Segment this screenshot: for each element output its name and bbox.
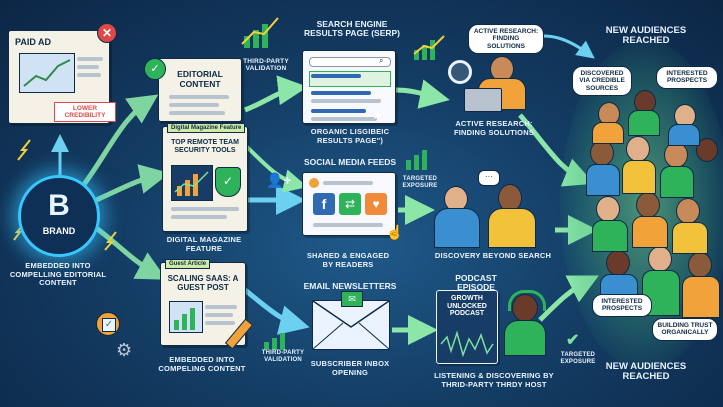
podcast-card: GROWTH UNLOCKED PODCAST xyxy=(436,290,498,364)
cursor-icon: ➤ xyxy=(372,106,384,122)
search-icon: ⌕ xyxy=(379,56,384,65)
chat-bubble-icon: ··· xyxy=(478,170,500,186)
audiences-bottom: NEW AUDIENCES REACHED xyxy=(605,361,687,383)
paid-ad-title: PAID AD xyxy=(15,37,51,47)
close-icon: ✕ xyxy=(97,23,117,43)
magazine-headline: TOP REMOTE TEAM SECURITY TOOLS xyxy=(171,139,239,154)
serp-header: SEARCH ENGINE RESULTS PAGE (SERP) xyxy=(303,19,401,39)
mail-icon: ✉ xyxy=(341,291,363,307)
audience-bubble-4: BUILDING TRUST ORGANICALLY xyxy=(652,318,718,341)
brand-node: B BRAND xyxy=(18,175,100,257)
research-caption: ACTIVE RESEARCH: FINDING SOLUTIONS xyxy=(453,119,535,137)
audience-bubble-3: INTERESTED PROSPECTS xyxy=(592,294,652,317)
headphones-icon xyxy=(508,290,546,311)
editorial-validation: THIRD-PARTY VALIDATION xyxy=(243,58,289,73)
brand-caption: EMBEDDED INTO COMPELLING EDITORIAL CONTE… xyxy=(9,261,107,288)
ad-chart-image xyxy=(19,53,75,93)
magazine-tag: Digital Magazine Feature xyxy=(167,123,246,133)
laptop-icon xyxy=(464,88,502,112)
magazine-chart-image xyxy=(171,165,213,201)
audience-bubble-1: DISCOVERED VIA CREDIBLE SOURCES xyxy=(572,66,632,97)
check-circle-icon: ✓ xyxy=(144,58,166,80)
research-bubble: ACTIVE RESEARCH: FINDING SOLUTIONS xyxy=(468,24,544,55)
magazine-caption: DIGITAL MAGAZINE FEATURE xyxy=(166,235,242,253)
waveform-icon xyxy=(440,330,494,358)
headphones-person xyxy=(500,290,548,356)
share-icon: ⇄ xyxy=(339,193,361,215)
facebook-icon: f xyxy=(313,193,335,215)
podcast-caption: LISTENING & DISCOVERING BY THRID-PARTY T… xyxy=(434,371,554,389)
guest-growth-icon xyxy=(262,330,292,357)
person-laptop xyxy=(464,56,530,112)
guest-validation: THIRD-PARTY VALIDATION xyxy=(261,350,305,363)
social-card: f ⇄ ♥ xyxy=(302,172,396,236)
editorial-title: EDITORIAL CONTENT xyxy=(177,69,223,89)
guest-headline: SCALING SAAS: A GUEST POST xyxy=(167,274,239,292)
gear-icon: ⚙ xyxy=(116,340,133,360)
pointer-hand-icon: ☝ xyxy=(386,224,404,240)
magazine-card: Digital Magazine Feature TOP REMOTE TEAM… xyxy=(162,123,248,232)
brand-name: BRAND xyxy=(42,226,76,236)
audience-crowd xyxy=(586,80,722,360)
growth-chart-icon xyxy=(240,14,282,57)
lower-credibility-badge: LOWER CREDIBILITY xyxy=(54,102,116,122)
heart-icon: ♥ xyxy=(365,193,387,215)
user-plus-icon: 👤+ xyxy=(266,172,292,188)
podcast-check-icon: ✔ xyxy=(566,332,580,349)
serp-growth-icon xyxy=(412,34,446,67)
serp-caption: ORGANIC LISGIBEIC RESULTS PAGE") xyxy=(310,127,390,145)
podcast-targeted: TARGETED EXPOSURE xyxy=(560,352,596,365)
email-header: EMAIL NEWSLETTERS xyxy=(303,281,397,291)
shield-check-icon: ✓ xyxy=(215,167,241,197)
social-header: SOCIAL MEDIA FEEDS xyxy=(303,157,397,167)
serp-card: ⌕ xyxy=(302,50,396,124)
audiences-top: NEW AUDIENCES REACHED xyxy=(605,25,687,47)
audience-bubble-2: INTERESTED PROSPECTS xyxy=(656,66,718,89)
discovery-caption: DISCOVERY BEYOND SEARCH xyxy=(434,251,552,260)
email-caption: SUBSCRIBER INBOX OPENING xyxy=(310,359,390,377)
guest-caption: EMBEDDED INTO COMPELING CONTENT xyxy=(158,355,246,373)
checkbox-icon: ✓ xyxy=(96,312,120,336)
social-caption: SHARED & ENGAGED BY READERS xyxy=(306,251,390,269)
brand-logo-icon: B xyxy=(48,189,70,222)
editorial-card: EDITORIAL CONTENT xyxy=(158,58,242,122)
guest-article-card: Guest Article SCALING SAAS: A GUEST POST xyxy=(160,259,246,346)
guest-tag: Guest Article xyxy=(165,259,211,269)
people-phones xyxy=(432,184,542,248)
avatar xyxy=(309,178,319,188)
social-targeted: TARGETED EXPOSURE xyxy=(402,176,438,189)
magnifier-icon xyxy=(448,60,472,84)
guest-chart-image xyxy=(169,301,203,333)
social-growth-icon xyxy=(404,146,434,177)
podcast-title: GROWTH UNLOCKED PODCAST xyxy=(447,295,487,318)
envelope-icon: ✉ xyxy=(312,291,390,350)
paid-ad-card: PAID AD ✕ xyxy=(8,23,117,124)
podcast-header: PODCAST EPISODE xyxy=(455,273,497,293)
